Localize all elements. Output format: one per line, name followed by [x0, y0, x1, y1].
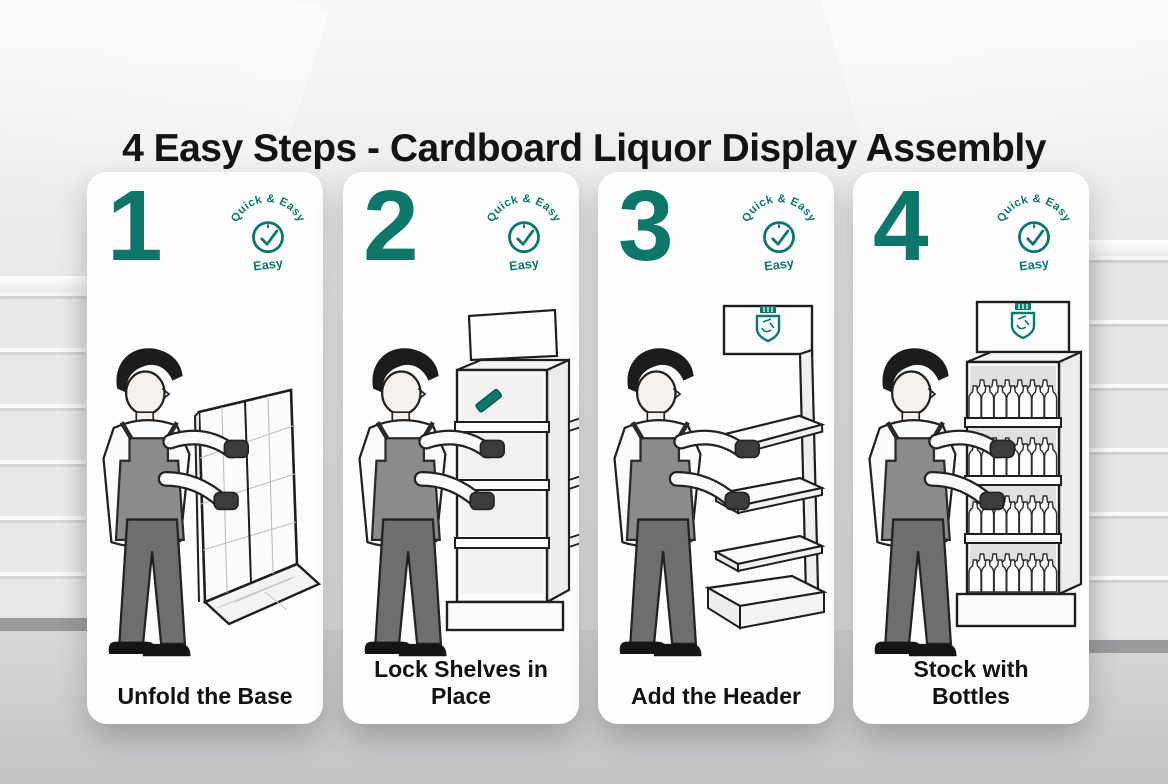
illustration-step-1: [87, 270, 322, 666]
badge-bottom-text: Easy: [763, 255, 795, 274]
quick-easy-badge: Quick & Easy Easy: [740, 193, 818, 274]
quick-easy-badge: Quick & Easy Easy: [485, 193, 563, 274]
step-number: 2: [363, 170, 419, 282]
display-tower: [445, 308, 579, 632]
step-caption: Unfold the Base: [117, 682, 293, 709]
badge-bottom-text: Easy: [1018, 255, 1050, 274]
step-card-3: 3 Quick & Easy Easy: [598, 172, 834, 724]
shield-logo-icon: [755, 304, 781, 343]
clock-check-icon: [763, 221, 795, 254]
clock-check-icon: [508, 221, 540, 254]
step-number: 1: [107, 170, 163, 282]
illustration-step-4: [853, 300, 1083, 666]
shield-logo-icon: [1010, 301, 1036, 340]
shelf-kickplate-right: [1086, 640, 1168, 653]
quick-easy-badge: Quick & Easy Easy: [229, 193, 307, 274]
shelf-top-cap-right: [1082, 240, 1168, 260]
stocked-display: [955, 300, 1083, 628]
illustration-step-2: [343, 308, 579, 666]
badge-arc-text: Quick & Easy: [995, 193, 1073, 224]
step-caption: Add the Header: [631, 682, 801, 709]
step-card-1: 1 Quick & Easy Easy Unfol: [87, 172, 323, 724]
shelf-top-cap-left: [0, 276, 92, 296]
step-number: 3: [618, 170, 674, 282]
badge-arc-text: Quick & Easy: [485, 193, 563, 224]
svg-text:Quick & Easy: Quick & Easy: [229, 193, 307, 224]
svg-text:Quick & Easy: Quick & Easy: [995, 193, 1073, 224]
shelf: [712, 534, 826, 573]
badge-bottom-text: Easy: [252, 255, 284, 274]
badge-arc-text: Quick & Easy: [229, 193, 307, 224]
cardboard-base: [193, 388, 322, 626]
svg-text:Quick & Easy: Quick & Easy: [740, 193, 818, 224]
clock-check-icon: [1018, 221, 1050, 254]
step-card-2: 2 Quick & Easy Easy: [343, 172, 579, 724]
illustration-step-3: [598, 304, 828, 666]
page-title: 4 Easy Steps - Cardboard Liquor Display …: [122, 127, 1046, 171]
badge-arc-text: Quick & Easy: [740, 193, 818, 224]
clock-check-icon: [252, 221, 284, 254]
empty-shelf-unit-right: [1086, 256, 1168, 644]
shelf-lock-tab: [475, 388, 503, 413]
empty-shelf-unit-left: [0, 292, 86, 622]
shelf-kickplate-left: [0, 618, 88, 631]
svg-text:Quick & Easy: Quick & Easy: [485, 193, 563, 224]
step-card-4: 4 Quick & Easy Easy: [853, 172, 1089, 724]
open-display-frame: [704, 304, 828, 630]
display-base: [704, 574, 828, 630]
quick-easy-badge: Quick & Easy Easy: [995, 193, 1073, 274]
badge-bottom-text: Easy: [508, 255, 540, 274]
step-caption: Stock with Bottles: [913, 655, 1029, 709]
step-number: 4: [873, 170, 929, 282]
step-caption: Lock Shelves in Place: [374, 655, 548, 709]
